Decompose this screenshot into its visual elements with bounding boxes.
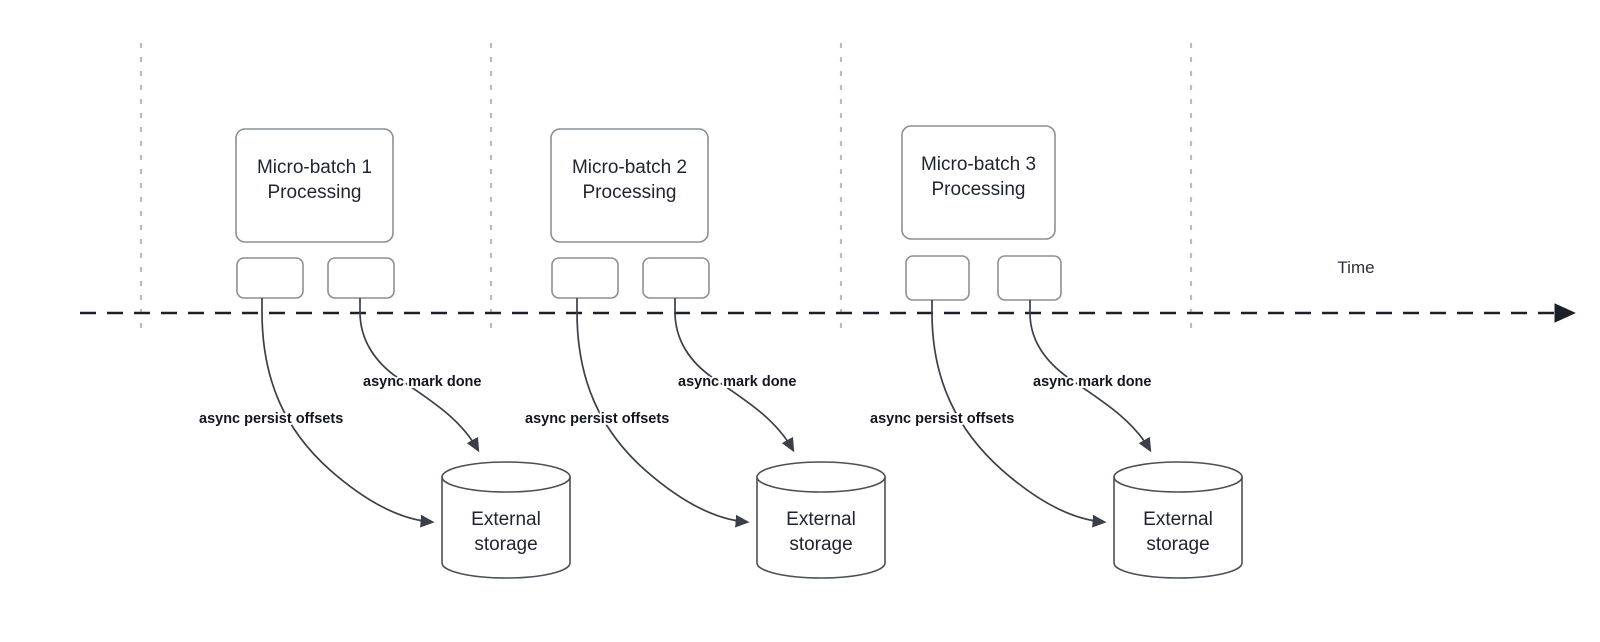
async-mark-done-edge (674, 298, 795, 453)
micro-batch-title-line1: Micro-batch 2 (572, 157, 687, 178)
cylinder-top-ellipse (756, 461, 886, 493)
async-mark-done-edge (359, 298, 480, 453)
micro-batch-title-line2: Processing (583, 182, 677, 203)
micro-batch-title-line1: Micro-batch 1 (257, 157, 372, 178)
async-mark-done-edge-label: async mark done (1033, 374, 1151, 390)
time-axis-label: Time (1337, 258, 1374, 277)
task-box-a[interactable] (236, 257, 304, 299)
external-storage-label-line2: storage (474, 534, 537, 555)
task-box-a[interactable] (905, 255, 970, 301)
cylinder-body (441, 476, 571, 579)
task-box-b[interactable] (327, 257, 395, 299)
async-mark-done-edge-label: async mark done (678, 374, 796, 390)
external-storage-label-line1: External (471, 509, 541, 530)
timeline-group: Time (80, 258, 1576, 323)
async-mark-done-edge (1029, 300, 1152, 453)
async-persist-offsets-edge (576, 298, 750, 528)
cylinder-top-ellipse (441, 461, 571, 493)
micro-batch-box[interactable] (901, 125, 1056, 240)
task-box-a[interactable] (551, 257, 619, 299)
async-mark-done-edge-label: async mark done (363, 374, 481, 390)
async-persist-offsets-edge-label: async persist offsets (199, 411, 343, 427)
task-box-b[interactable] (642, 257, 710, 299)
external-storage-label-line2: storage (789, 534, 852, 555)
external-storage-label-line1: External (1143, 509, 1213, 530)
micro-batch-title-line2: Processing (268, 182, 362, 203)
micro-batch-title-line2: Processing (932, 179, 1026, 200)
cylinder-body (756, 476, 886, 579)
async-persist-offsets-edge (261, 298, 435, 528)
external-storage-label-line2: storage (1146, 534, 1209, 555)
micro-batch-box[interactable] (235, 128, 394, 243)
cylinder-body (1113, 476, 1243, 579)
async-persist-offsets-edge-label: async persist offsets (870, 411, 1014, 427)
external-storage-cylinder[interactable]: External storage (1113, 461, 1243, 579)
async-persist-offsets-edge-label: async persist offsets (525, 411, 669, 427)
task-box-b[interactable] (997, 255, 1062, 301)
async-persist-offsets-edge (931, 300, 1107, 528)
micro-batch-title-line1: Micro-batch 3 (921, 154, 1036, 175)
timeline-tick-group (139, 43, 1193, 333)
external-storage-cylinder[interactable]: External storage (441, 461, 571, 579)
micro-batch-box[interactable] (550, 128, 709, 243)
external-storage-cylinder[interactable]: External storage (756, 461, 886, 579)
cylinder-top-ellipse (1113, 461, 1243, 493)
external-storage-label-line1: External (786, 509, 856, 530)
